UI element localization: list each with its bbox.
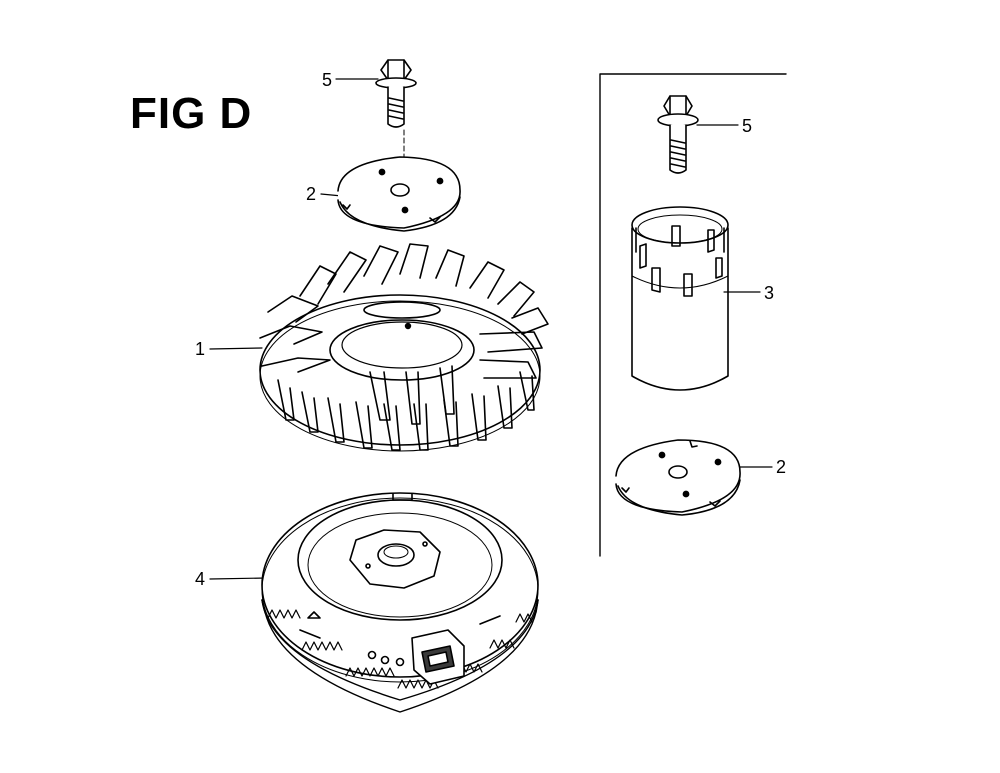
- flange-bolt-left-icon: [375, 59, 417, 128]
- figure-title: FIG D: [130, 89, 253, 138]
- starter-cup-icon: [631, 206, 729, 391]
- flywheel-icon: [261, 492, 539, 713]
- callout-5-left: 5: [322, 70, 333, 90]
- flange-bolt-right-icon: [657, 95, 699, 174]
- callout-4: 4: [195, 569, 206, 589]
- callout-2-left: 2: [306, 184, 317, 204]
- cooling-fan-icon: [259, 243, 549, 452]
- callout-1: 1: [195, 339, 206, 359]
- fan-plate-right-icon: [615, 439, 741, 516]
- group-divider: [599, 73, 787, 557]
- fan-plate-left-icon: [337, 156, 461, 232]
- callout-5-right: 5: [742, 116, 753, 136]
- leader-lines: [209, 78, 773, 580]
- callout-2-right: 2: [776, 457, 787, 477]
- callout-3: 3: [764, 283, 775, 303]
